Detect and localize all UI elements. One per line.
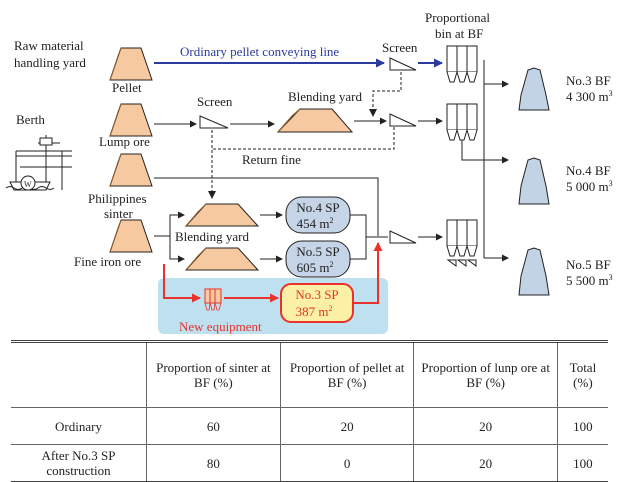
table-row: After No.3 SP construction 80 0 20 100 — [11, 444, 608, 482]
blending-yard-label-top: Blending yard — [288, 89, 363, 104]
berth-label: Berth — [16, 112, 45, 127]
screen-icon-mid — [199, 115, 229, 129]
pellet-pile — [109, 47, 153, 81]
pellet-label: Pellet — [112, 80, 142, 95]
berth-crane-icon: W — [5, 135, 72, 191]
svg-text:No.5 SP: No.5 SP — [296, 244, 339, 259]
fine-ore-branch-lines — [154, 211, 185, 263]
fine-iron-ore-label: Fine iron ore — [74, 254, 141, 269]
screen-label-mid: Screen — [197, 94, 233, 109]
bf4-name: No.4 BF — [566, 163, 611, 178]
blast-furnace-no4 — [518, 157, 550, 205]
philippines-sinter-label-1: Philippines — [88, 191, 147, 206]
sinter-plant-no5: No.5 SP 605 m2 — [285, 240, 351, 278]
screen-icon-lower — [389, 230, 417, 244]
new-equipment-feed-line — [163, 264, 201, 303]
row-label-ordinary: Ordinary — [11, 407, 147, 445]
proportional-bin-2 — [446, 103, 478, 141]
bf-distribution-lines — [461, 60, 509, 262]
cell: 80 — [146, 444, 281, 482]
new-equipment-label: New equipment — [179, 319, 262, 334]
cell: 0 — [279, 444, 414, 482]
philippines-sinter-label-2: sinter — [104, 206, 134, 221]
fine-iron-ore-pile — [109, 219, 153, 253]
new-equipment-bins-icon — [204, 288, 222, 311]
blending-yard-lower-2 — [184, 247, 260, 271]
cell: 60 — [146, 407, 281, 445]
bf5-volume: 5 500 m3 — [566, 273, 613, 288]
svg-text:387 m2: 387 m2 — [296, 304, 333, 319]
lump-ore-pile — [109, 103, 153, 137]
header-sinter: Proportion of sinter at BF (%) — [146, 340, 281, 408]
return-fine-lines — [211, 72, 402, 193]
cell: 20 — [413, 444, 558, 482]
philippines-sinter-line — [154, 177, 379, 236]
bf4-volume: 5 000 m3 — [566, 179, 613, 194]
cell: 100 — [556, 407, 608, 445]
return-fine-arrowhead-2 — [369, 109, 377, 117]
return-fine-label: Return fine — [242, 152, 301, 167]
cell: 20 — [413, 407, 558, 445]
row-label-after-sp3: After No.3 SP construction — [11, 444, 147, 482]
sinter-plant-no4: No.4 SP 454 m2 — [285, 196, 351, 234]
bf5-name: No.5 BF — [566, 257, 611, 272]
conveying-line-label: Ordinary pellet conveying line — [180, 44, 339, 59]
header-pellet: Proportion of pellet at BF (%) — [279, 340, 414, 408]
sp3-output-line — [353, 242, 383, 304]
burden-proportion-table: Proportion of sinter at BF (%) Proportio… — [11, 340, 608, 482]
header-total: Total (%) — [556, 340, 608, 408]
cell: 100 — [556, 444, 608, 482]
proportional-bin-1 — [446, 45, 478, 83]
svg-text:No.4 SP: No.4 SP — [296, 200, 339, 215]
table-header-row: Proportion of sinter at BF (%) Proportio… — [11, 340, 608, 408]
proportional-bin-3 — [446, 219, 478, 267]
bf3-name: No.3 BF — [566, 73, 611, 88]
svg-text:454 m2: 454 m2 — [297, 216, 334, 231]
blending-yard-lower-1 — [184, 203, 260, 227]
bf3-volume: 4 300 m3 — [566, 89, 613, 104]
svg-text:W: W — [24, 180, 32, 189]
table-row: Ordinary 60 20 20 100 — [11, 407, 608, 445]
return-fine-arrowhead — [208, 191, 216, 199]
header-empty — [11, 340, 147, 408]
blast-furnace-no3 — [518, 67, 550, 111]
sinter-plant-no3-new: No.3 SP 387 m2 — [280, 283, 354, 323]
blast-furnace-no5 — [518, 247, 550, 296]
screen-label-top: Screen — [382, 40, 418, 55]
lump-ore-label: Lump ore — [99, 134, 150, 149]
cell: 20 — [279, 407, 414, 445]
screen-icon-right — [389, 113, 417, 127]
philippines-sinter-pile — [109, 153, 153, 187]
svg-text:605 m2: 605 m2 — [297, 260, 334, 275]
screen-icon-top — [389, 57, 417, 71]
svg-text:No.3 SP: No.3 SP — [295, 287, 338, 302]
sp-output-lines — [350, 214, 388, 260]
header-lump-ore: Proportion of lunp ore at BF (%) — [413, 340, 558, 408]
blending-yard-label-lower: Blending yard — [175, 229, 250, 244]
blending-yard-top — [276, 108, 354, 133]
